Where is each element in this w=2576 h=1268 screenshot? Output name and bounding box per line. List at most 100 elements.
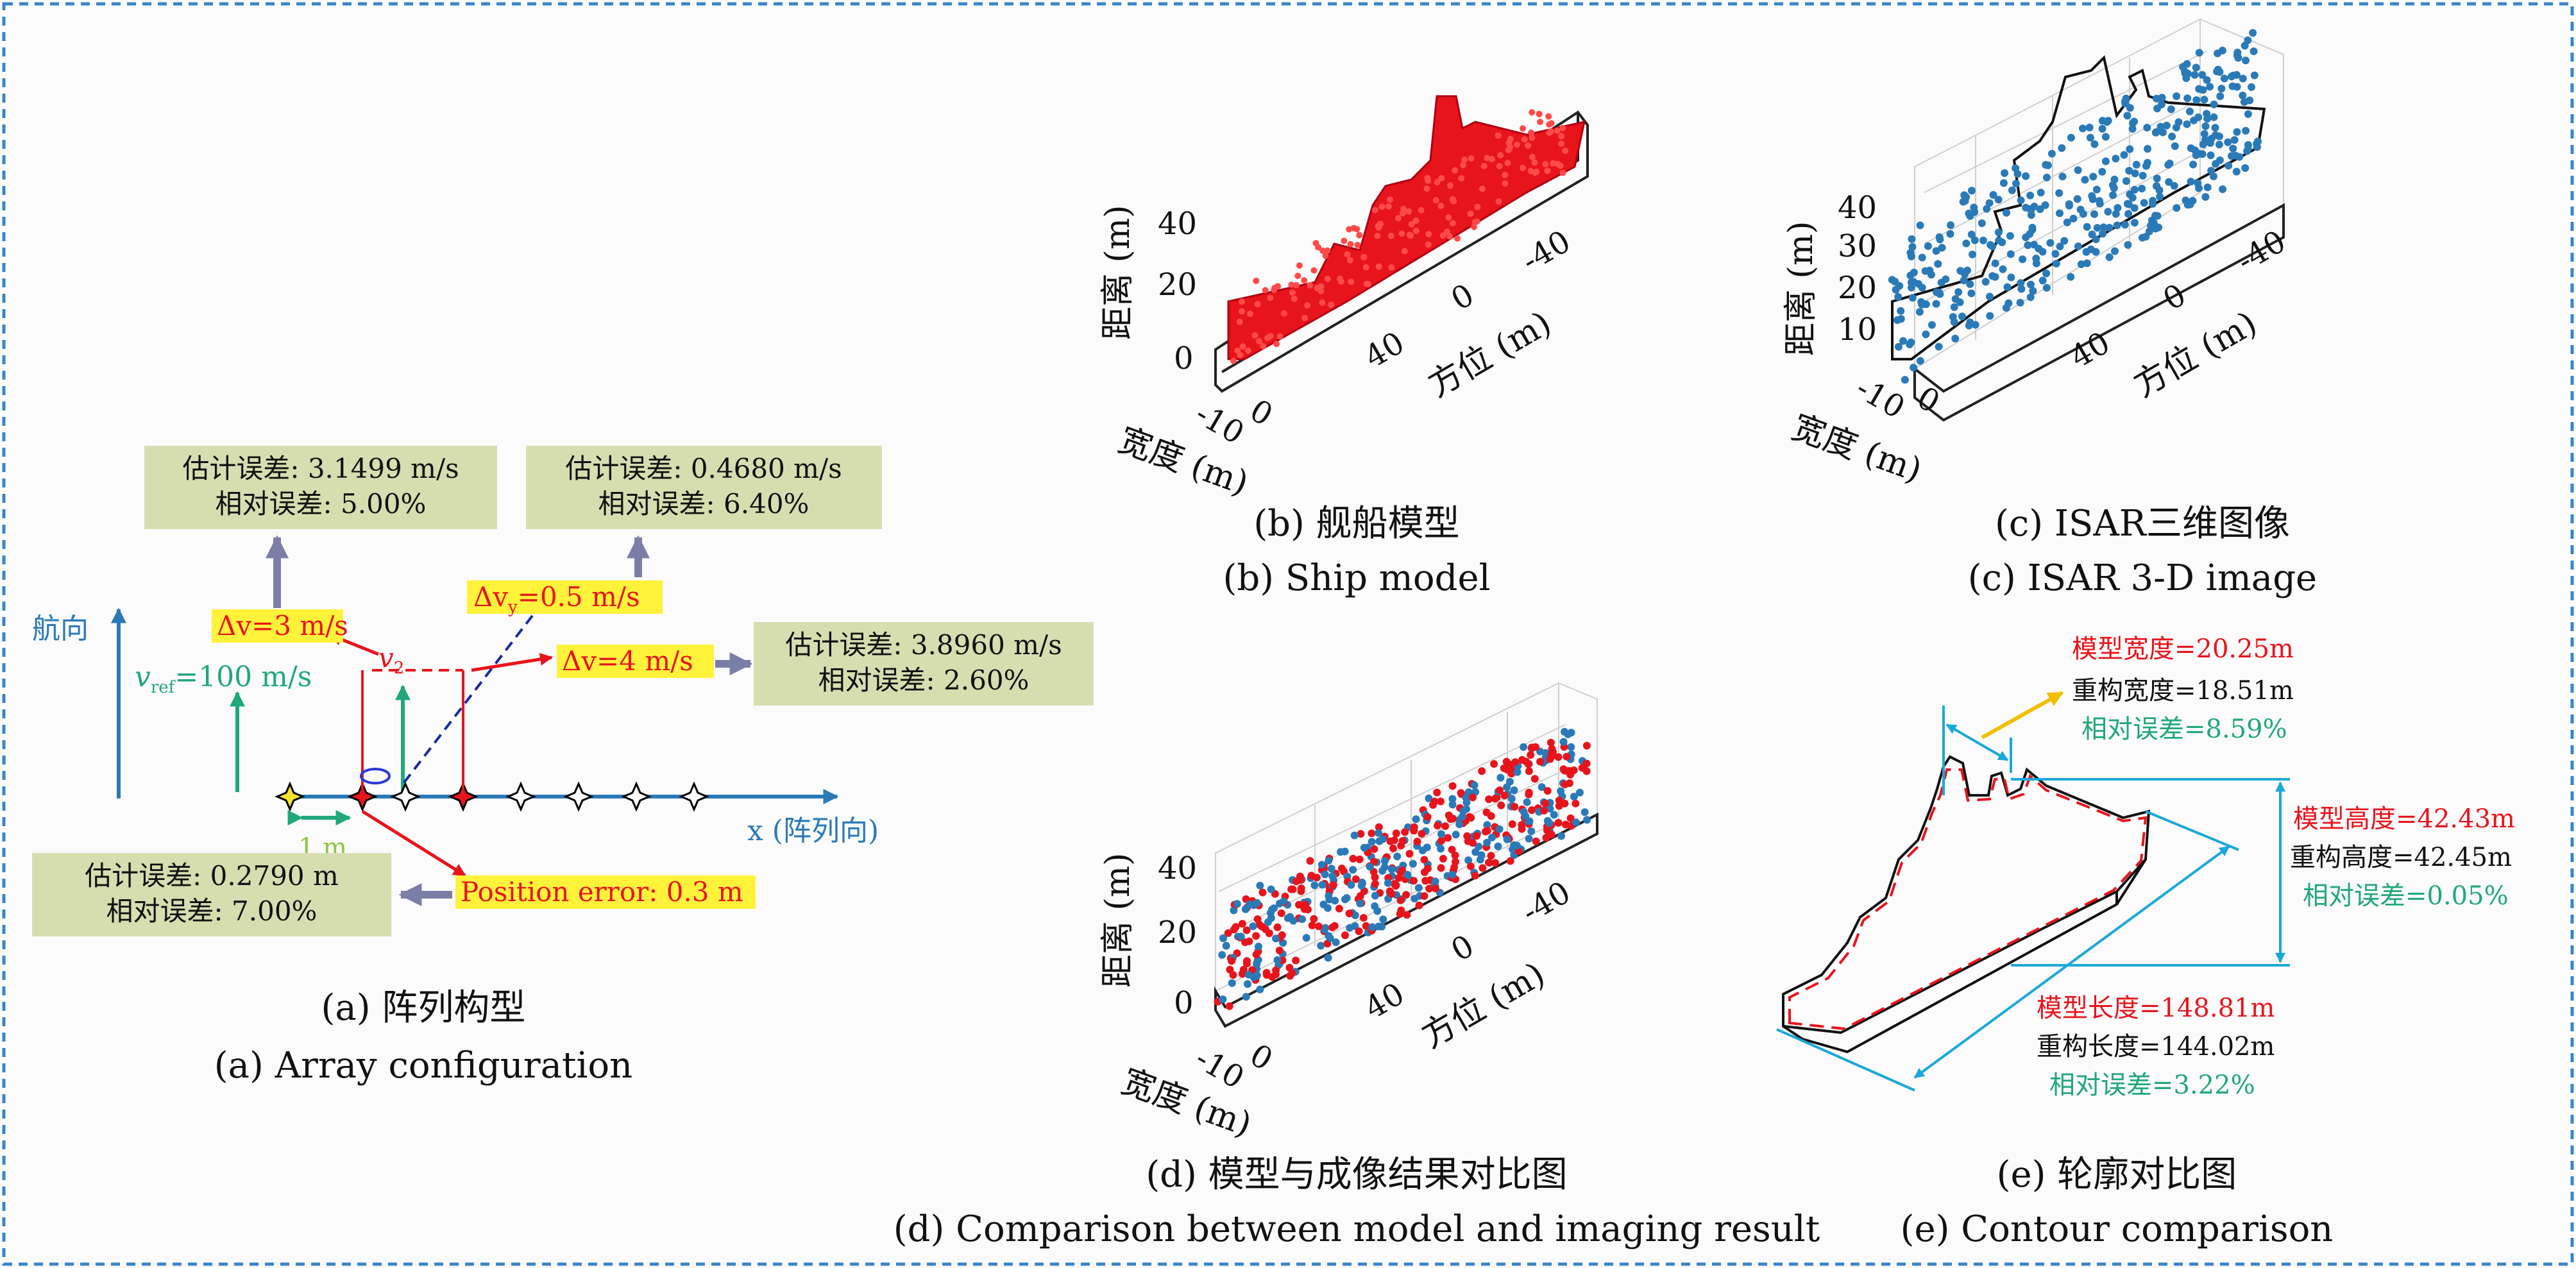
heading-label: 航向 — [32, 613, 89, 645]
scatter-point — [2042, 283, 2051, 292]
caption-c-en: (c) ISAR 3-D image — [1968, 557, 2317, 599]
scatter-point — [2201, 193, 2210, 201]
scatter-point — [2215, 140, 2223, 149]
caption-c-zh: (c) ISAR三维图像 — [1995, 503, 2290, 545]
scatter-point — [1415, 901, 1423, 909]
y-tick: 40 — [1359, 976, 1411, 1026]
z-tick: 0 — [1174, 985, 1194, 1021]
scatter-point — [1222, 942, 1230, 950]
scatter-point — [1494, 842, 1502, 850]
scatter-point — [2153, 105, 2162, 113]
scatter-point — [2172, 123, 2180, 131]
scatter-point — [1466, 862, 1475, 870]
scatter-point — [2110, 184, 2118, 192]
scatter-point — [1561, 781, 1569, 788]
scatter-point — [1219, 934, 1228, 942]
scatter-point — [1297, 887, 1305, 895]
scatter-point — [1439, 854, 1447, 863]
scatter-point — [1547, 831, 1555, 838]
scatter-point — [1294, 273, 1301, 280]
scatter-point — [1970, 203, 1978, 212]
scatter-point — [1908, 294, 1917, 302]
scatter-point — [1318, 861, 1326, 869]
scatter-point — [1310, 267, 1318, 274]
scatter-point — [2185, 107, 2194, 115]
scatter-point — [2242, 56, 2250, 65]
scatter-point — [1450, 863, 1459, 872]
scatter-point — [1935, 342, 1943, 351]
scatter-point — [2111, 247, 2119, 255]
scatter-point — [1397, 841, 1405, 850]
scatter-point — [2105, 253, 2114, 261]
scatter-point — [1924, 242, 1932, 250]
scatter-point — [1308, 921, 1316, 929]
scatter-point — [1418, 207, 1425, 214]
scatter-point — [1559, 124, 1566, 131]
scatter-point — [2085, 123, 2094, 131]
scatter-point — [1307, 282, 1314, 289]
scatter-point — [1289, 917, 1298, 925]
scatter-point — [2001, 169, 2009, 177]
scatter-point — [1312, 874, 1321, 882]
scatter-point — [1934, 260, 1942, 268]
scatter-point — [2130, 117, 2139, 126]
caption-d-en: (d) Comparison between model and imaging… — [894, 1208, 1820, 1250]
scatter-point — [1253, 915, 1262, 924]
scatter-point — [1554, 160, 1561, 167]
z-tick: 40 — [1838, 190, 1877, 226]
scatter-point — [1434, 179, 1441, 186]
scatter-point — [1527, 744, 1536, 752]
scatter-point — [2026, 191, 2035, 199]
scatter-point — [1966, 280, 1974, 288]
scatter-point — [1894, 342, 1902, 351]
scatter-point — [1387, 196, 1393, 203]
scatter-point — [1967, 187, 1976, 195]
array-elements — [275, 781, 709, 812]
scatter-point — [1272, 934, 1280, 943]
scatter-point — [1253, 959, 1261, 967]
x-tick: 0 — [1244, 393, 1278, 434]
scatter-point — [1258, 922, 1266, 931]
scatter-point — [1452, 831, 1460, 839]
scatter-point — [1371, 207, 1378, 214]
scatter-point — [1452, 167, 1459, 174]
scatter-point — [1536, 757, 1545, 766]
scatter-point — [2090, 140, 2099, 148]
scatter-point — [1474, 203, 1481, 210]
scatter-point — [2022, 172, 2030, 180]
scatter-point — [1412, 815, 1420, 824]
scatter-point — [1425, 794, 1433, 802]
scatter-point — [2013, 170, 2022, 178]
scatter-point — [1267, 885, 1275, 893]
scatter-point — [1485, 858, 1493, 866]
scatter-point — [2067, 133, 2075, 142]
y-tick: 0 — [1445, 928, 1480, 969]
scatter-point — [1513, 141, 1520, 148]
scatter-point — [1520, 164, 1527, 171]
scatter-point — [1389, 844, 1397, 852]
scatter-point — [1288, 282, 1295, 289]
scatter-point — [1346, 924, 1354, 932]
scatter-point — [1451, 851, 1459, 859]
scatter-point — [2065, 201, 2073, 210]
scatter-point — [1321, 926, 1328, 934]
y-tick: -40 — [1516, 874, 1577, 930]
scatter-point — [1502, 171, 1509, 178]
scatter-point — [2026, 293, 2035, 301]
v2-ellipse — [360, 768, 391, 784]
scatter-point — [1432, 197, 1439, 204]
scatter-point — [2124, 210, 2133, 218]
scatter-point — [1507, 770, 1516, 778]
panel-d: 距离 (m) 0 20 40 40 0 -40 方位 (m) -10 0 宽度 … — [894, 682, 1820, 1250]
scatter-point — [2043, 173, 2051, 182]
scatter-point — [1225, 1002, 1233, 1010]
scatter-point — [1511, 802, 1519, 811]
scatter-point — [1360, 843, 1368, 852]
scatter-point — [1914, 280, 1922, 288]
scatter-point — [1478, 767, 1486, 775]
scatter-point — [1380, 863, 1389, 871]
scatter-point — [1401, 248, 1408, 255]
scatter-point — [1965, 209, 1973, 217]
scatter-point — [1937, 278, 1945, 287]
scatter-point — [1938, 244, 1946, 252]
